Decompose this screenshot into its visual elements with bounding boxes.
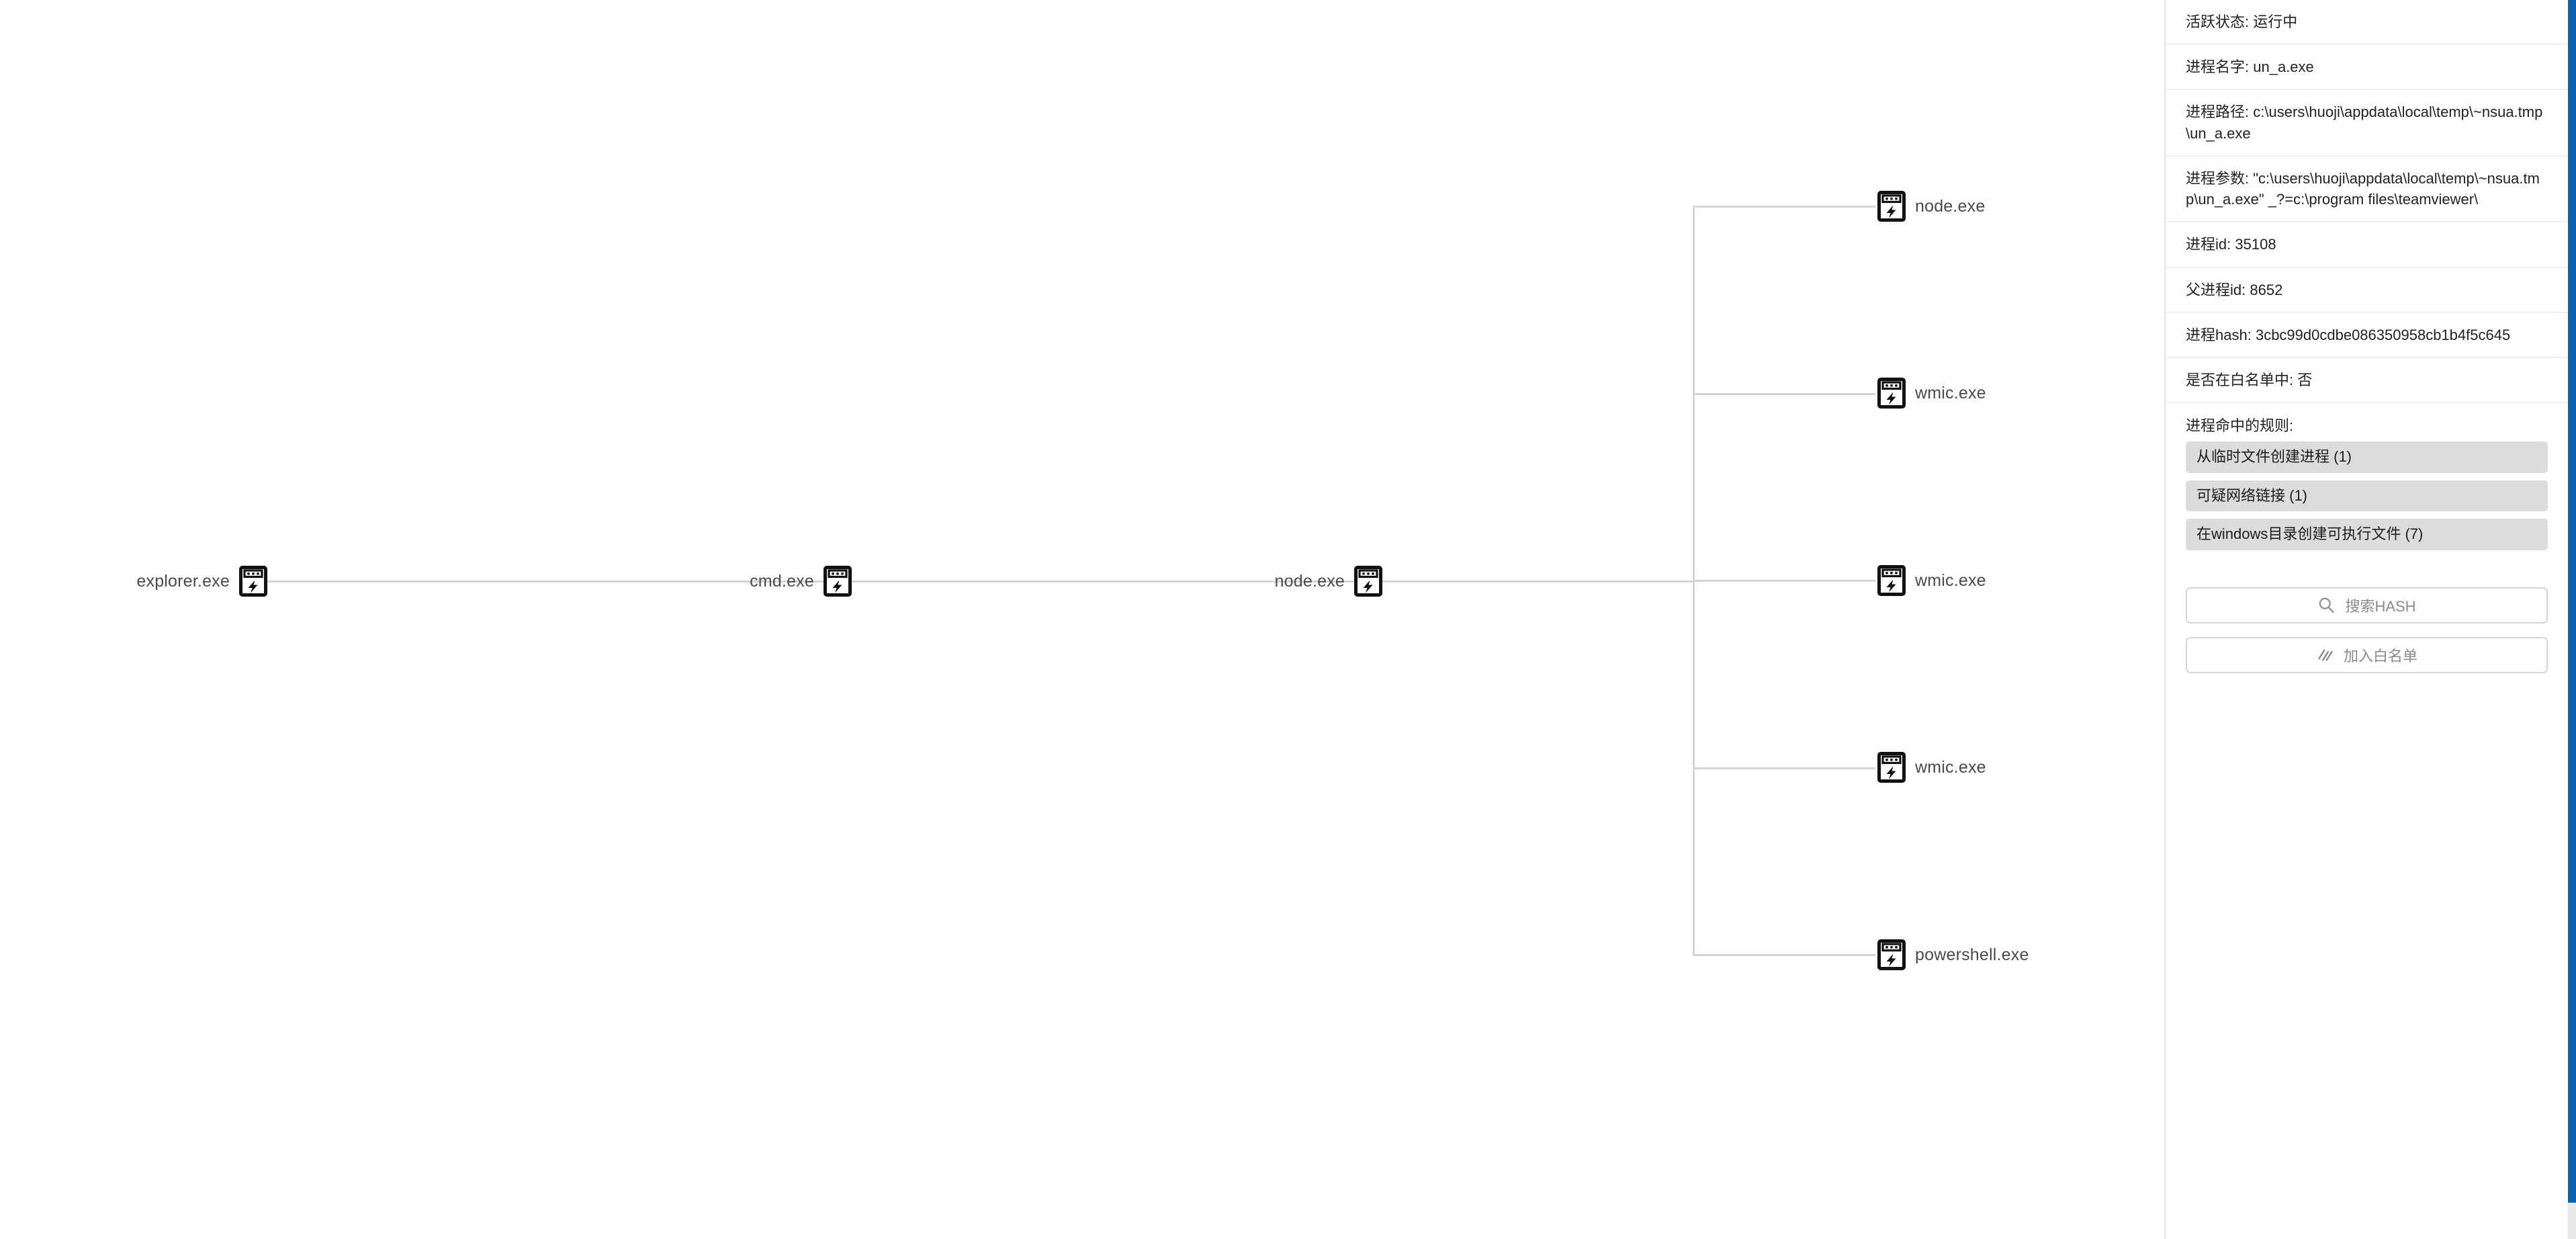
process-lightning-icon xyxy=(1877,752,1906,783)
edge-node-to-branch xyxy=(1382,581,1694,583)
info-row-value: 8652 xyxy=(2250,281,2283,298)
info-row: 父进程id: 8652 xyxy=(2166,268,2568,313)
panel-actions: 搜索HASH 加入白名单 xyxy=(2166,587,2568,673)
edge-branch-to-node-exe xyxy=(1693,206,1875,208)
info-row: 进程路径: c:\users\huoji\appdata\local\temp\… xyxy=(2166,90,2568,157)
add-whitelist-button[interactable]: 加入白名单 xyxy=(2186,636,2548,673)
rule-chip[interactable]: 从临时文件创建进程 (1) xyxy=(2186,441,2548,473)
info-row: 活跃状态: 运行中 xyxy=(2166,0,2568,46)
add-whitelist-label: 加入白名单 xyxy=(2343,647,2417,665)
process-node-label: node.exe xyxy=(1274,571,1345,591)
search-hash-button[interactable]: 搜索HASH xyxy=(2186,587,2548,624)
info-row-value: "c:\users\huoji\appdata\local\temp\~nsua… xyxy=(2186,169,2540,208)
button-spacer xyxy=(2166,572,2568,587)
process-node-label: wmic.exe xyxy=(1915,570,1986,590)
matched-rules-title: 进程命中的规则: xyxy=(2186,417,2294,435)
info-row-key: 是否在白名单中: xyxy=(2186,372,2294,389)
info-row-key: 进程id: xyxy=(2186,236,2231,253)
process-lightning-icon xyxy=(1877,378,1906,409)
matched-rules-list: 从临时文件创建进程 (1) 可疑网络链接 (1) 在windows目录创建可执行文件… xyxy=(2186,441,2548,550)
process-lightning-icon xyxy=(1877,565,1906,596)
process-node-cmd[interactable]: cmd.exe xyxy=(0,562,852,600)
search-hash-label: 搜索HASH xyxy=(2345,597,2416,615)
process-node-label: wmic.exe xyxy=(1915,383,1986,402)
vertical-scrollbar-track[interactable] xyxy=(2568,0,2576,1239)
process-lightning-icon xyxy=(1877,191,1906,222)
process-node-wmic-1[interactable]: wmic.exe xyxy=(1877,374,1986,412)
info-row-value: 3cbc99d0cdbe086350958cb1b4f5c645 xyxy=(2255,326,2511,343)
info-row-value: 35108 xyxy=(2235,236,2276,253)
search-icon xyxy=(2317,596,2336,614)
process-lightning-icon xyxy=(1354,566,1382,597)
process-lightning-icon xyxy=(239,566,267,597)
info-row: 进程id: 35108 xyxy=(2166,222,2568,268)
edge-branch-to-wmic-2 xyxy=(1693,580,1875,582)
vertical-scrollbar-thumb[interactable] xyxy=(2568,0,2576,1203)
info-row-key: 进程路径: xyxy=(2186,103,2250,121)
edge-explorer-to-cmd xyxy=(267,581,828,583)
info-row-value: 否 xyxy=(2297,372,2313,389)
info-row-value: c:\users\huoji\appdata\local\temp\~nsua.… xyxy=(2186,103,2543,142)
edge-branch-to-wmic-1 xyxy=(1693,393,1875,395)
edge-branch-to-powershell xyxy=(1693,954,1875,956)
info-row-key: 进程hash: xyxy=(2186,326,2252,343)
info-row: 是否在白名单中: 否 xyxy=(2166,358,2568,404)
info-row-key: 进程名字: xyxy=(2186,58,2250,76)
info-row-value: 运行中 xyxy=(2253,13,2298,30)
process-node-label: cmd.exe xyxy=(750,571,814,591)
process-node-explorer[interactable]: explorer.exe xyxy=(0,562,267,600)
matched-rules-section: 进程命中的规则: 从临时文件创建进程 (1) 可疑网络链接 (1) 在windows… xyxy=(2166,403,2568,572)
info-row-value: un_a.exe xyxy=(2253,58,2314,76)
rule-chip[interactable]: 在windows目录创建可执行文件 (7) xyxy=(2186,519,2548,550)
process-node-label: explorer.exe xyxy=(136,571,230,591)
info-row: 进程参数: "c:\users\huoji\appdata\local\temp… xyxy=(2166,157,2568,223)
process-node-powershell[interactable]: powershell.exe xyxy=(1877,936,2029,974)
info-row-key: 父进程id: xyxy=(2186,281,2246,298)
diagonal-stripes-icon xyxy=(2316,646,2334,664)
info-row-key: 进程参数: xyxy=(2186,169,2250,187)
rule-chip[interactable]: 可疑网络链接 (1) xyxy=(2186,480,2548,512)
edge-cmd-to-node xyxy=(852,581,1358,583)
info-row-key: 活跃状态: xyxy=(2186,13,2250,30)
process-node-node-child[interactable]: node.exe xyxy=(1877,187,1985,225)
process-node-node-root[interactable]: node.exe xyxy=(0,562,1382,600)
process-node-wmic-2[interactable]: wmic.exe xyxy=(1877,562,1986,599)
edge-branch-to-wmic-3 xyxy=(1693,767,1875,769)
process-lightning-icon xyxy=(824,566,852,597)
process-tree-canvas[interactable]: explorer.exe cmd.exe node.exe node.exe wmic.… xyxy=(0,0,2164,1239)
info-row: 进程名字: un_a.exe xyxy=(2166,45,2568,91)
process-node-wmic-3[interactable]: wmic.exe xyxy=(1877,749,1986,786)
process-node-label: powershell.exe xyxy=(1915,945,2029,964)
process-lightning-icon xyxy=(1877,939,1906,970)
info-row: 进程hash: 3cbc99d0cdbe086350958cb1b4f5c645 xyxy=(2166,313,2568,359)
process-node-label: node.exe xyxy=(1915,196,1986,216)
process-node-label: wmic.exe xyxy=(1915,757,1986,777)
